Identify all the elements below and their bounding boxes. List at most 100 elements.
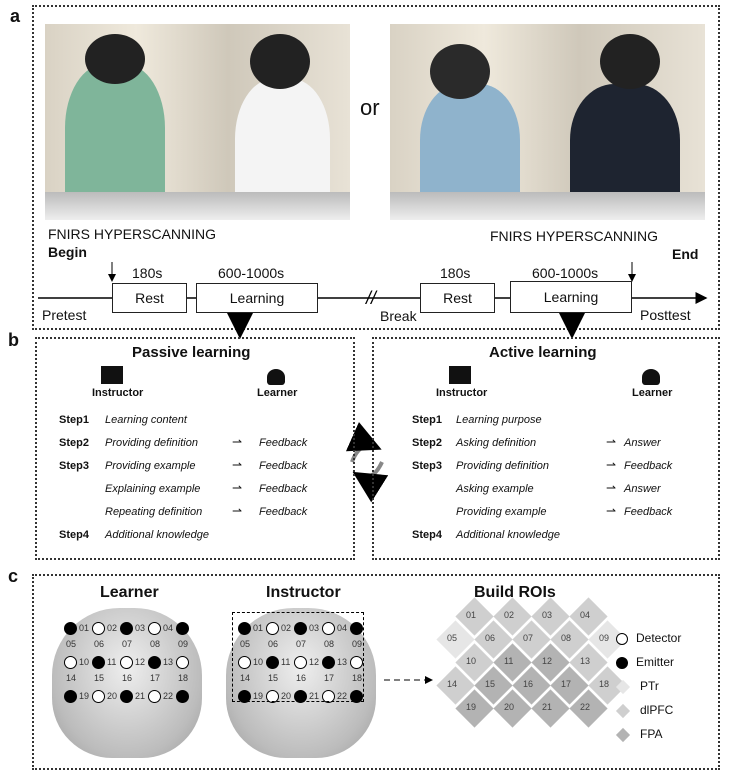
learner-response: Answer (624, 483, 661, 495)
channel-number: 15 (268, 673, 279, 683)
active-learning-panel: Active learning Instructor Learner Step1… (372, 337, 720, 560)
emitter-marker (350, 622, 363, 635)
emitter-icon (616, 657, 628, 669)
channel-number: 11 (107, 657, 117, 667)
rest-block-2: Rest (420, 283, 495, 313)
instructor-action: Repeating definition (105, 506, 203, 518)
photo-active-session (390, 24, 705, 220)
learner-response: Feedback (624, 506, 673, 518)
channel-number: 13 (337, 657, 348, 667)
learner-label: Learner (257, 387, 298, 399)
roi-channel-label: 08 (561, 633, 572, 643)
instructor-brain-title: Instructor (266, 584, 341, 601)
detector-marker (120, 656, 133, 669)
channel-number: 17 (150, 673, 161, 683)
channel-number: 22 (163, 691, 174, 701)
emitter-marker (176, 690, 189, 703)
break-label: Break (380, 308, 417, 324)
emitter-marker (238, 690, 251, 703)
channel-number: 19 (79, 691, 90, 701)
learner-response: Feedback (259, 506, 308, 518)
instructor-action: Providing definition (456, 460, 549, 472)
legend-label: Detector (636, 631, 682, 645)
instructor-action: Asking definition (456, 437, 537, 449)
learner-icon (267, 369, 285, 385)
learner-response: Feedback (259, 460, 308, 472)
emitter-marker (294, 622, 307, 635)
channel-number: 07 (122, 639, 133, 649)
instructor-label: Instructor (436, 387, 488, 399)
learner-response: Answer (624, 437, 661, 449)
instructor-action: Providing example (105, 460, 196, 472)
roi-channel-label: 17 (561, 679, 572, 689)
channel-number: 15 (94, 673, 105, 683)
roi-channel-label: 10 (466, 656, 477, 666)
arrow-icon: ⇀ (606, 481, 617, 495)
learner-response: Feedback (259, 437, 308, 449)
channel-number: 20 (281, 691, 292, 701)
emitter-marker (92, 656, 105, 669)
fnirs-end-title: FNIRS HYPERSCANNING (490, 228, 659, 244)
detector-icon (616, 633, 628, 645)
step-label: Step3 (412, 460, 442, 472)
detector-marker (294, 656, 307, 669)
instructor-action: Additional knowledge (105, 529, 209, 541)
block-duration: 600-1000s (218, 265, 285, 281)
detector-marker (92, 622, 105, 635)
channel-number: 01 (79, 623, 90, 633)
detector-marker (322, 622, 335, 635)
channel-number: 06 (268, 639, 279, 649)
step-label: Step1 (412, 414, 442, 426)
arrow-icon: ⇀ (232, 458, 243, 472)
or-label: or (360, 95, 380, 120)
begin-label: Begin (48, 244, 87, 260)
active-title: Active learning (489, 344, 597, 361)
roi-channel-label: 14 (447, 679, 458, 689)
photo-passive-session (45, 24, 350, 220)
roi-channel-label: 22 (580, 702, 591, 712)
detector-marker (92, 690, 105, 703)
learning-block-1: Learning (196, 283, 318, 313)
roi-channel-label: 12 (542, 656, 553, 666)
legend-label: PTr (640, 679, 659, 693)
roi-channel-label: 16 (523, 679, 534, 689)
channel-number: 12 (309, 657, 320, 667)
learner-response: Feedback (624, 460, 673, 472)
emitter-marker (64, 622, 77, 635)
end-label: End (672, 246, 699, 262)
instructor-action: Learning purpose (456, 414, 542, 426)
channel-number: 13 (163, 657, 174, 667)
channel-number: 02 (107, 623, 118, 633)
step-label: Step2 (59, 437, 89, 449)
roi-channel-label: 11 (504, 656, 514, 666)
legend-label: dlPFC (640, 703, 674, 717)
block-duration: 600-1000s (532, 265, 599, 281)
emitter-marker (64, 690, 77, 703)
channel-number: 21 (309, 691, 320, 701)
instructor-action: Asking example (456, 483, 534, 495)
detector-marker (176, 656, 189, 669)
learner-response: Feedback (259, 483, 308, 495)
roi-channel-label: 13 (580, 656, 591, 666)
learning-block-2: Learning (510, 281, 632, 313)
emitter-marker (238, 622, 251, 635)
channel-number: 07 (296, 639, 307, 649)
detector-marker (238, 656, 251, 669)
learner-brain-title: Learner (100, 584, 159, 601)
arrow-icon: ⇀ (606, 435, 617, 449)
channel-number: 18 (178, 673, 189, 683)
channel-number: 09 (352, 639, 363, 649)
roi-channel-label: 01 (466, 610, 477, 620)
instructor-action: Learning content (105, 414, 187, 426)
emitter-marker (322, 656, 335, 669)
arrow-icon: ⇀ (232, 481, 243, 495)
channel-number: 12 (135, 657, 146, 667)
channel-number: 05 (240, 639, 251, 649)
rest-block-1: Rest (112, 283, 187, 313)
channel-number: 14 (240, 673, 251, 683)
block-duration: 180s (440, 265, 471, 281)
instructor-icon (101, 366, 123, 384)
